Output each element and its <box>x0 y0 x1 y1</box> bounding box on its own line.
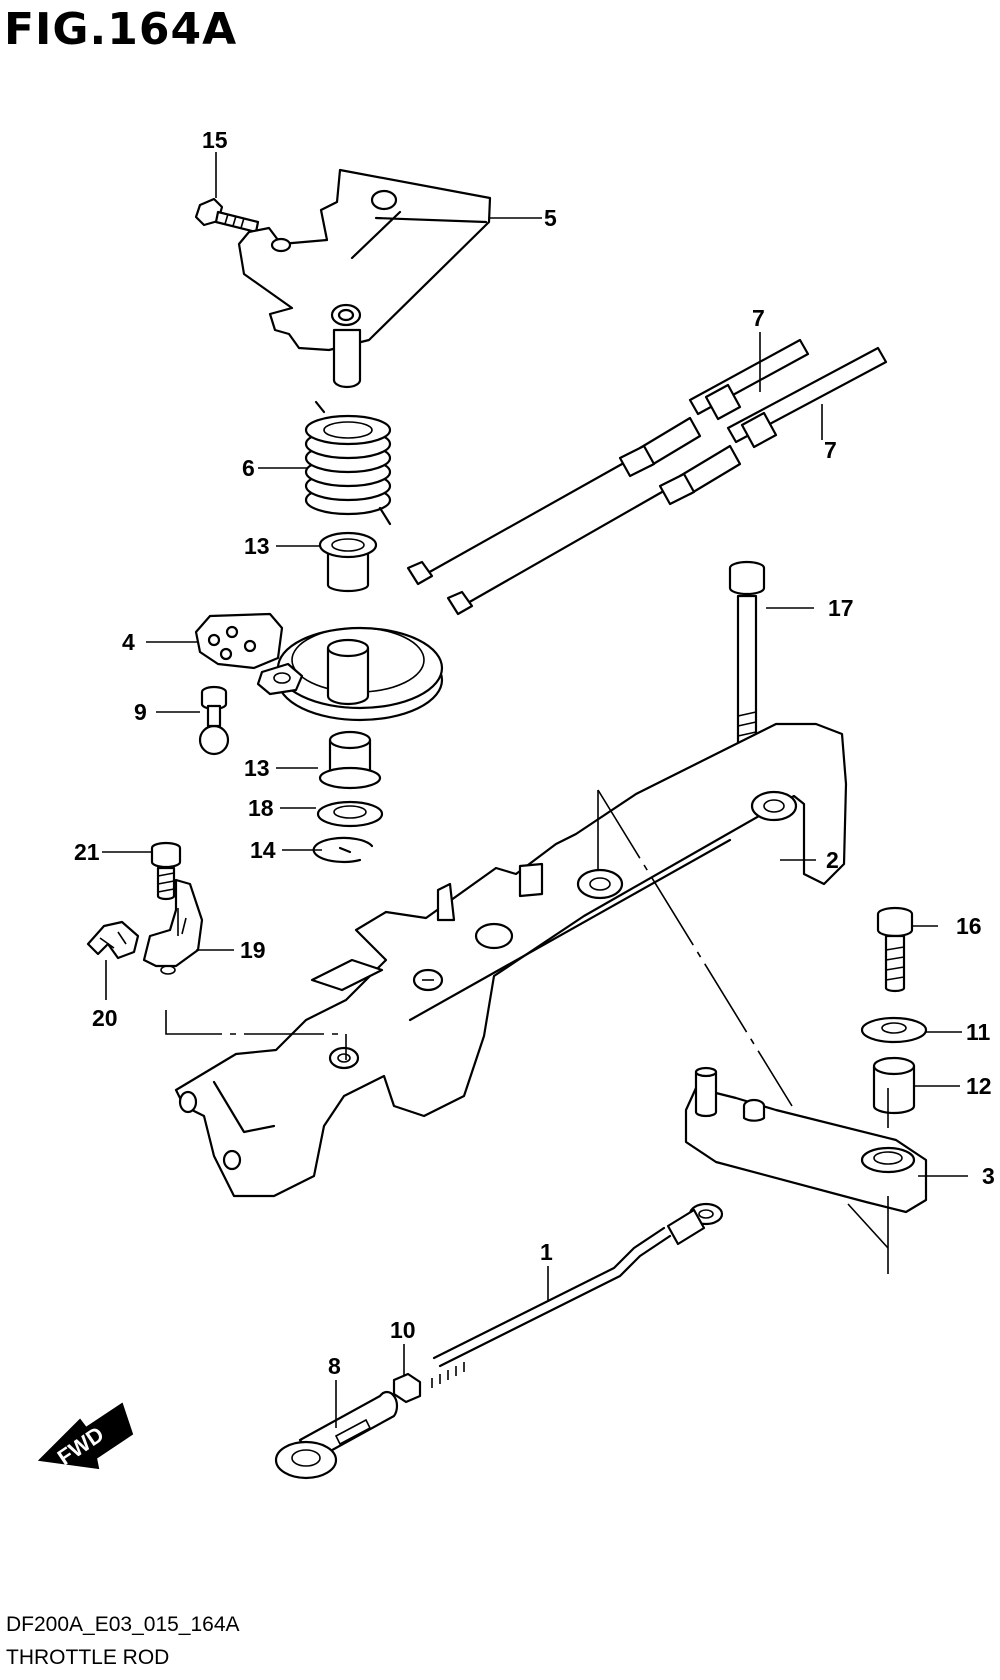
callout-4: 4 <box>122 629 135 655</box>
callout-10: 10 <box>390 1317 416 1343</box>
callout-5: 5 <box>544 205 557 231</box>
callout-17: 17 <box>828 595 854 621</box>
part-20-clamp[interactable] <box>86 920 140 960</box>
callout-18: 18 <box>248 795 274 821</box>
part-6-spring[interactable] <box>304 400 392 526</box>
callout-6: 6 <box>242 455 255 481</box>
part-15-bolt[interactable] <box>194 197 260 234</box>
part-3-lever-arm[interactable] <box>684 1066 928 1214</box>
callout-16: 16 <box>956 913 982 939</box>
part-1-throttle-rod[interactable] <box>431 1202 724 1388</box>
part-21-bolt[interactable] <box>150 841 182 901</box>
part-16-bolt[interactable] <box>876 906 914 993</box>
leader-lines <box>102 152 968 1428</box>
part-5-bracket[interactable] <box>237 168 492 389</box>
callout-11: 11 <box>966 1019 991 1045</box>
callout-3: 3 <box>982 1163 995 1189</box>
callout-1: 1 <box>540 1239 553 1265</box>
callout-7-lower: 7 <box>824 437 837 463</box>
fwd-arrow-icon: FWD <box>37 1402 134 1470</box>
callout-2: 2 <box>826 847 839 873</box>
part-10-nut[interactable] <box>392 1372 422 1404</box>
part-8-rod-end[interactable] <box>274 1390 399 1480</box>
part-7-cables[interactable] <box>406 338 888 616</box>
callout-19: 19 <box>240 937 266 963</box>
part-19-clip-bracket[interactable] <box>142 878 204 975</box>
part-13-bushing-lower[interactable] <box>318 730 382 790</box>
part-9-ball-joint[interactable] <box>198 685 230 756</box>
callout-9: 9 <box>134 699 147 725</box>
part-4-throttle-drum[interactable] <box>194 612 444 722</box>
figure-title: FIG.164A <box>4 4 238 55</box>
part-14-e-clip[interactable] <box>312 836 374 864</box>
part-11-washer[interactable] <box>860 1016 928 1044</box>
callout-13-lower: 13 <box>244 755 270 781</box>
callout-15: 15 <box>202 127 228 153</box>
part-2-throttle-plate[interactable] <box>174 722 848 1198</box>
callout-14: 14 <box>250 837 276 863</box>
diagram-name: THROTTLE ROD <box>6 1646 170 1669</box>
callout-7-upper: 7 <box>752 305 765 331</box>
callout-8: 8 <box>328 1353 341 1379</box>
callout-21: 21 <box>74 839 100 865</box>
callout-12: 12 <box>966 1073 992 1099</box>
callout-13-upper: 13 <box>244 533 270 559</box>
diagram-code: DF200A_E03_015_164A <box>6 1613 240 1636</box>
callout-20: 20 <box>92 1005 118 1031</box>
part-13-bushing-upper[interactable] <box>318 531 378 593</box>
part-18-washer[interactable] <box>316 800 384 828</box>
part-12-collar[interactable] <box>872 1056 916 1115</box>
callout-labels: 15 5 7 7 6 13 17 4 9 13 18 14 21 2 16 19… <box>74 127 995 1379</box>
